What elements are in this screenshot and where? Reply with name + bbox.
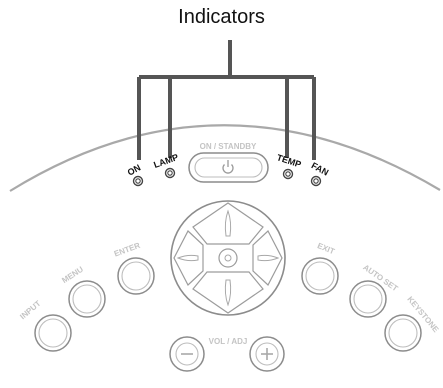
callout-bracket	[137, 40, 316, 160]
input-button-inner	[38, 318, 68, 348]
indicator-fan-label: FAN	[310, 160, 331, 177]
vol-minus-button[interactable]	[169, 336, 205, 372]
keystone-button-inner	[388, 318, 418, 348]
input-button[interactable]: INPUT	[18, 299, 72, 352]
indicator-lamp-dot	[167, 170, 173, 176]
indicator-on-label: ON	[126, 162, 143, 177]
indicator-temp-dot	[285, 171, 291, 177]
indicator-fan: FAN	[310, 160, 331, 187]
indicator-lamp: LAMP	[152, 152, 180, 179]
indicators-callout-title: Indicators	[178, 6, 265, 28]
vol-plus-button[interactable]	[249, 336, 285, 372]
right-arrow-icon	[257, 254, 280, 262]
indicator-temp: TEMP	[276, 152, 303, 180]
enter-button-inner	[121, 261, 151, 291]
menu-button[interactable]: MENU	[60, 265, 106, 318]
power-button[interactable]: ON / STANDBY	[188, 142, 269, 183]
dpad-down-button[interactable]	[192, 271, 264, 314]
indicator-on-dot	[135, 178, 141, 184]
exit-button[interactable]: EXIT	[301, 241, 339, 295]
center-dot-icon	[224, 254, 232, 262]
power-button-label: ON / STANDBY	[200, 142, 257, 151]
keystone-button[interactable]: KEYSTONE	[384, 295, 441, 352]
dpad-center-button[interactable]	[218, 248, 238, 268]
exit-button-label: EXIT	[316, 241, 336, 256]
down-arrow-icon	[224, 279, 232, 307]
auto-set-button-inner	[353, 284, 383, 314]
menu-button-inner	[72, 284, 102, 314]
input-button-label: INPUT	[18, 299, 42, 321]
indicator-temp-label: TEMP	[276, 152, 303, 169]
dpad-right-button[interactable]	[252, 230, 283, 286]
auto-set-button[interactable]: AUTO SET	[349, 263, 400, 318]
indicator-lamp-label: LAMP	[152, 152, 179, 170]
indicator-on: ON	[126, 162, 144, 187]
vol-adj-label: VOL / ADJ	[209, 337, 248, 346]
exit-button-inner	[305, 261, 335, 291]
left-arrow-icon	[176, 254, 199, 262]
enter-button[interactable]: ENTER	[113, 241, 155, 295]
dpad	[170, 200, 286, 316]
up-arrow-icon	[224, 209, 232, 237]
panel-edge-arc	[9, 124, 441, 192]
dpad-up-button[interactable]	[192, 202, 264, 245]
dpad-left-button[interactable]	[173, 230, 204, 286]
power-button-inner	[194, 157, 263, 178]
power-icon	[222, 160, 234, 174]
plus-icon	[261, 348, 273, 360]
indicator-fan-dot	[313, 178, 319, 184]
enter-button-label: ENTER	[113, 241, 142, 259]
